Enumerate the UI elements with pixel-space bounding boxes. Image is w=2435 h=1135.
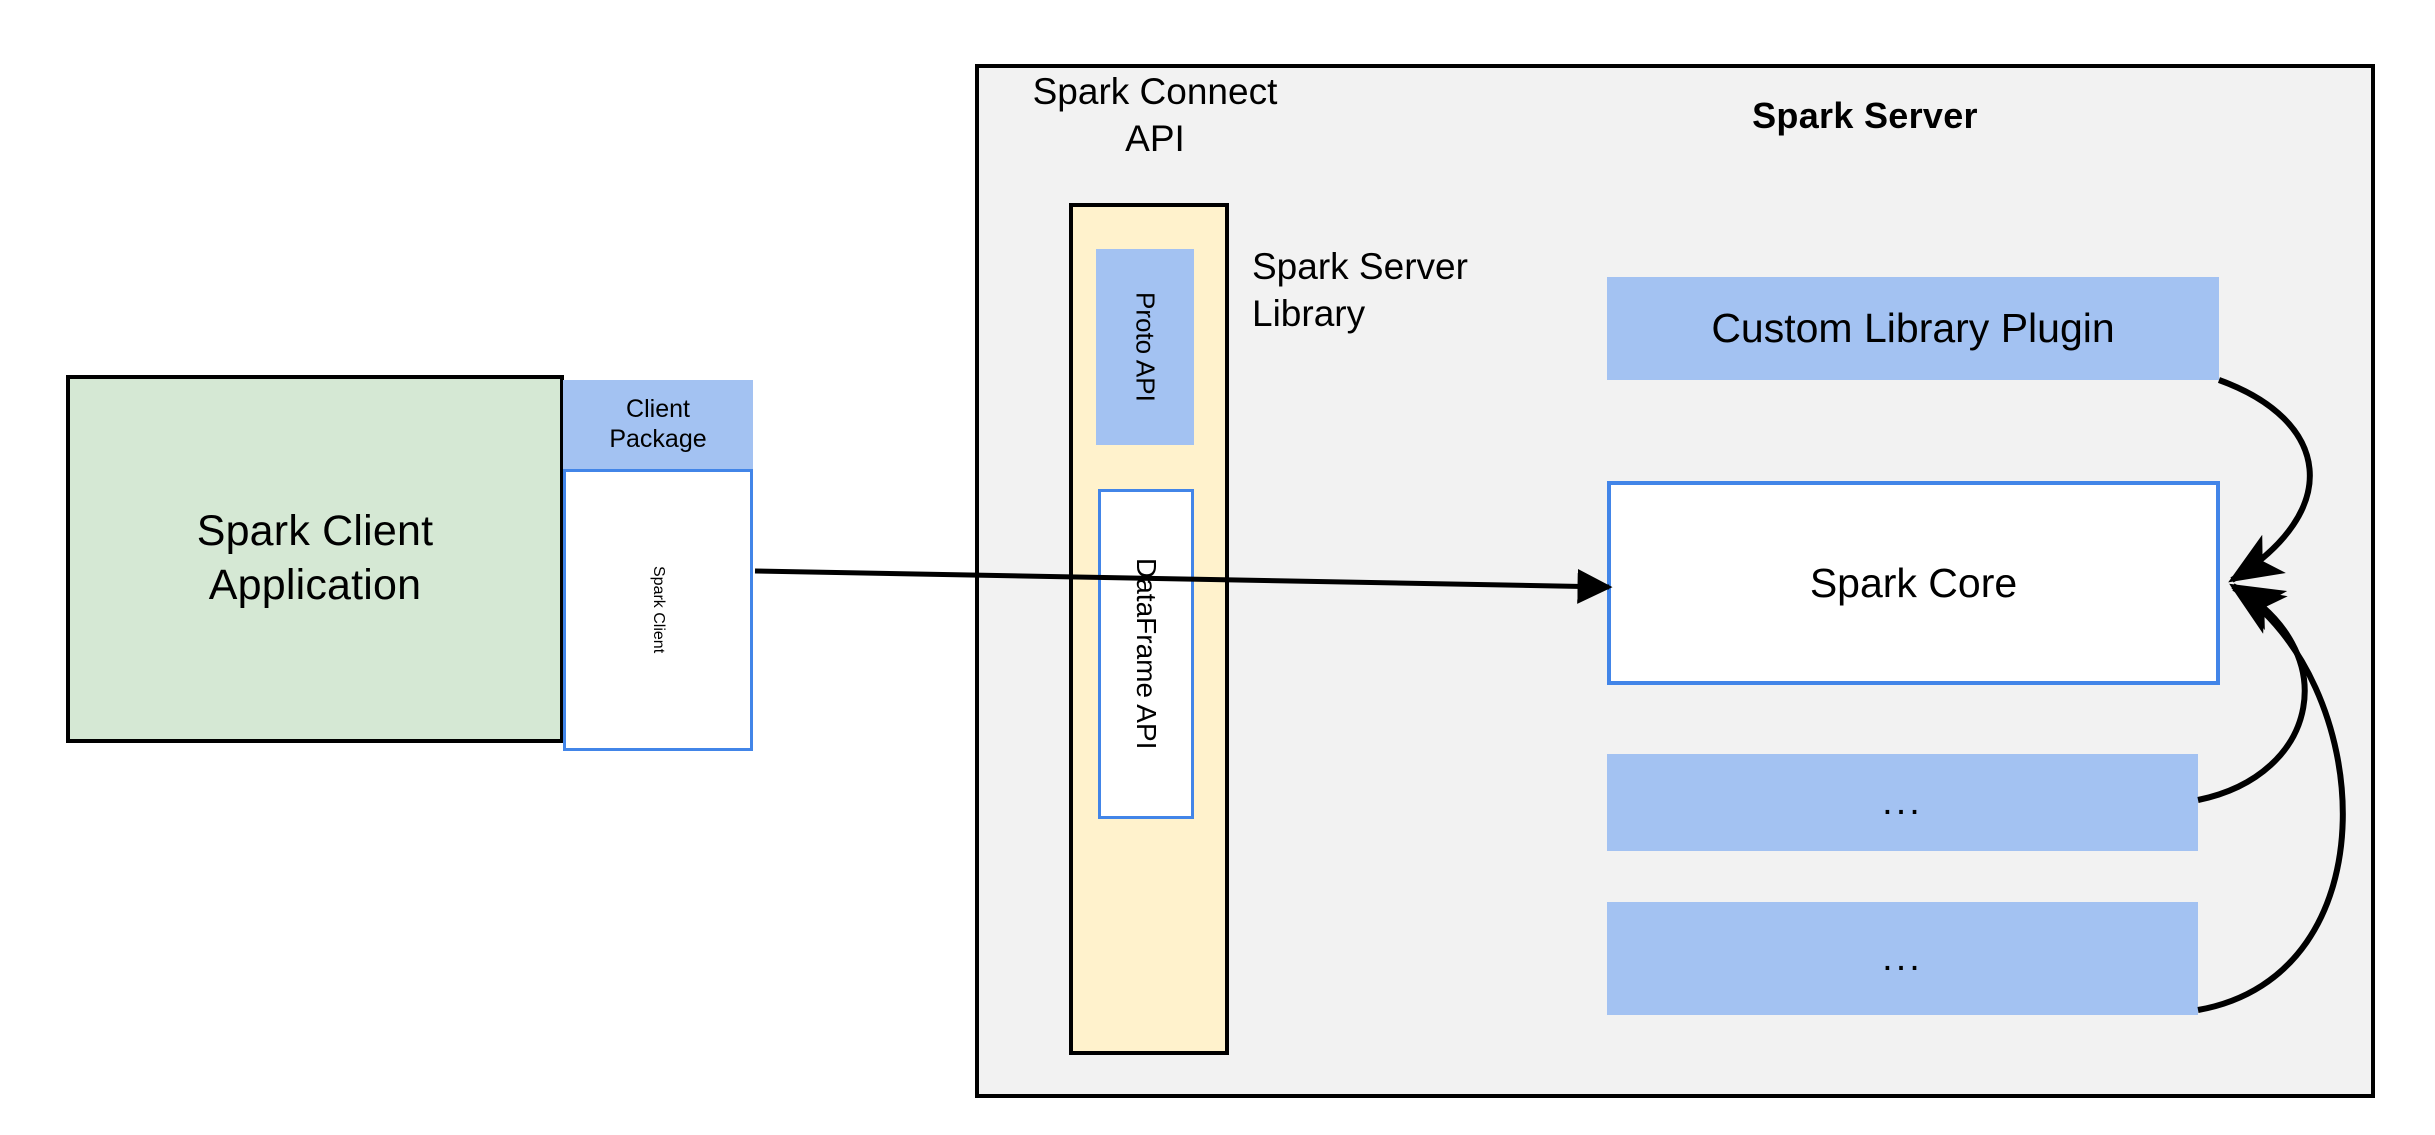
placeholder-component-box-2[interactable]: ...: [1607, 902, 2198, 1015]
proto-api-label: Proto API: [1130, 292, 1161, 402]
client-package-line1: Client: [626, 395, 690, 423]
client-package-line2: Package: [609, 424, 707, 453]
client-package-box[interactable]: Client Package: [563, 380, 753, 469]
spark-core-label: Spark Core: [1809, 559, 2018, 606]
spark-client-box[interactable]: Spark Client: [563, 469, 753, 751]
custom-library-plugin-box[interactable]: Custom Library Plugin: [1607, 277, 2219, 380]
spark-connect-api-line1: Spark Connect: [1032, 71, 1278, 112]
spark-core-box[interactable]: Spark Core: [1607, 481, 2220, 685]
spark-server-library-line2: Library: [1252, 293, 1366, 335]
dataframe-api-box[interactable]: DataFrame API: [1098, 489, 1194, 819]
proto-api-box[interactable]: Proto API: [1096, 249, 1194, 445]
spark-connect-api-line2: API: [1125, 118, 1185, 160]
placeholder-label-2: ...: [1882, 937, 1923, 979]
custom-library-plugin-label: Custom Library Plugin: [1711, 305, 2115, 351]
spark-client-application-line2: Application: [208, 561, 422, 609]
spark-server-library-line1: Spark Server: [1252, 246, 1468, 287]
spark-client-application-line1: Spark Client: [196, 507, 434, 556]
spark-client-application-box[interactable]: Spark Client Application: [66, 375, 564, 743]
spark-server-library-label: Spark Server Library: [1252, 243, 1542, 338]
dataframe-api-label: DataFrame API: [1131, 558, 1162, 750]
spark-connect-api-label: Spark Connect API: [1010, 68, 1300, 163]
spark-client-label: Spark Client: [650, 566, 667, 654]
placeholder-label-1: ...: [1882, 781, 1923, 823]
placeholder-component-box-1[interactable]: ...: [1607, 754, 2198, 851]
spark-server-title: Spark Server: [1752, 95, 1978, 136]
